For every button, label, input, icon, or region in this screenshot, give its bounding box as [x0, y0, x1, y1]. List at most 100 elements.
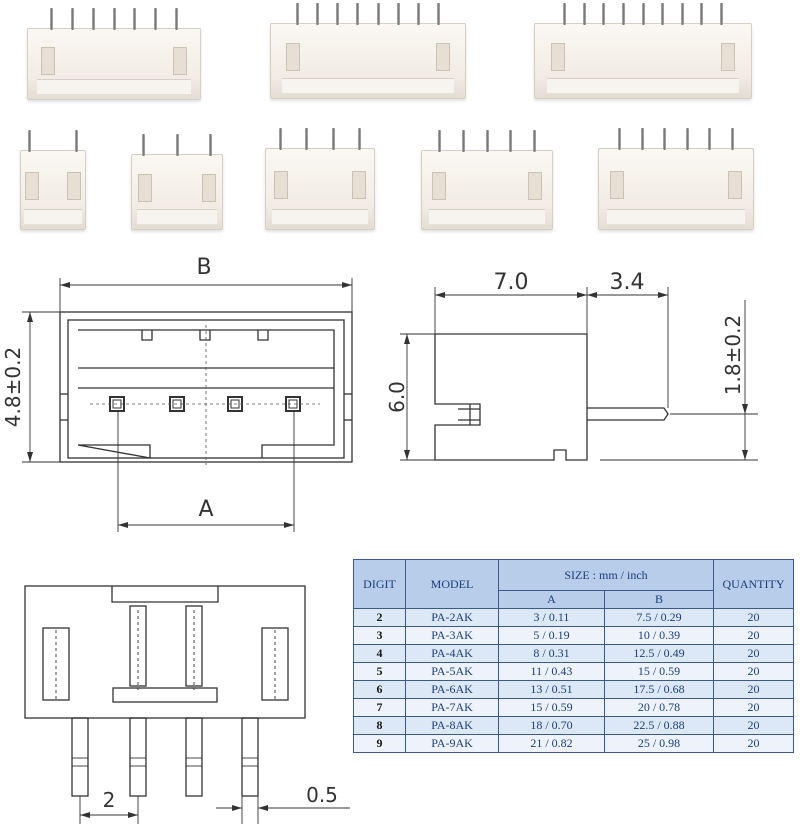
connector-pin — [719, 3, 723, 25]
housing-latch-slot — [727, 170, 742, 199]
housing-latch-slot — [25, 172, 40, 200]
col-size-header: SIZE : mm / inch — [498, 559, 714, 591]
connector-pin — [708, 128, 712, 150]
connector-pin — [602, 3, 606, 25]
cell-a: 13 / 0.51 — [498, 680, 605, 699]
connector-pin — [356, 3, 360, 25]
connector-pin — [70, 8, 74, 30]
housing-latch-slot — [431, 172, 446, 200]
front-outer-outline — [59, 311, 353, 463]
housing-latch-slot — [40, 46, 55, 75]
bottom-pin — [185, 717, 203, 797]
connector-pin — [142, 134, 146, 156]
col-quantity-header: QUANTITY — [713, 559, 794, 609]
col-digit-header: DIGIT — [353, 559, 406, 609]
cell-quantity: 20 — [713, 680, 794, 699]
cell-b: 15 / 0.59 — [604, 662, 714, 681]
dim-a-label: A — [198, 497, 213, 522]
housing-latch-slot — [436, 43, 451, 72]
cell-digit: 9 — [353, 734, 406, 753]
bottom-pin — [71, 717, 89, 797]
cell-a: 11 / 0.43 — [498, 662, 605, 681]
cell-digit: 8 — [353, 716, 406, 735]
housing-latch-slot — [285, 43, 300, 72]
cell-a: 18 / 0.70 — [498, 716, 605, 735]
connector-photo — [421, 130, 553, 230]
housing-base-strip — [428, 209, 546, 224]
cell-digit: 4 — [353, 644, 406, 663]
housing-base-strip — [271, 209, 369, 224]
connector-pin — [278, 128, 282, 150]
cell-b: 25 / 0.98 — [604, 734, 714, 753]
cell-b: 17.5 / 0.68 — [604, 680, 714, 699]
connector-pin — [700, 3, 704, 25]
connector-pin — [730, 128, 734, 150]
housing-latch-slot — [551, 43, 566, 72]
dim-side-height-label: 6.0 — [385, 381, 409, 413]
connector-pin — [485, 130, 489, 152]
front-cavity — [77, 329, 335, 459]
connector-pin — [685, 128, 689, 150]
connector-pin — [112, 8, 116, 30]
housing-base-strip — [607, 209, 745, 224]
dim-front-height-label: 4.8±0.2 — [1, 347, 25, 427]
housing-latch-slot — [66, 172, 81, 200]
connector-pin — [358, 128, 362, 150]
dim-pin-length-label: 3.4 — [610, 270, 645, 295]
connector-pin — [509, 130, 513, 152]
connector-pin — [437, 130, 441, 152]
housing-latch-slot — [201, 174, 216, 203]
connector-pin — [295, 3, 299, 25]
side-pin — [587, 407, 669, 421]
housing-base-strip — [23, 209, 83, 224]
cell-a: 3 / 0.11 — [498, 608, 605, 627]
connector-pin — [208, 134, 212, 156]
cell-digit: 6 — [353, 680, 406, 699]
cell-b: 10 / 0.39 — [604, 626, 714, 645]
cell-model: PA-6AK — [405, 680, 499, 699]
cell-b: 7.5 / 0.29 — [604, 608, 714, 627]
connector-photo — [598, 128, 754, 230]
connector-photo — [534, 3, 752, 99]
cell-quantity: 20 — [713, 644, 794, 663]
housing-latch-slot — [138, 174, 153, 203]
cell-model: PA-5AK — [405, 662, 499, 681]
connector-pin — [336, 3, 340, 25]
connector-pin — [396, 3, 400, 25]
connector-pin — [618, 128, 622, 150]
connector-pin — [661, 3, 665, 25]
connector-pin — [331, 128, 335, 150]
connector-photo — [27, 8, 201, 100]
cell-digit: 3 — [353, 626, 406, 645]
housing-latch-slot — [173, 46, 188, 75]
connector-pin — [175, 8, 179, 30]
cell-quantity: 20 — [713, 698, 794, 717]
connector-pin — [75, 130, 79, 152]
col-model-header: MODEL — [405, 559, 499, 609]
connector-pin — [175, 134, 179, 156]
bottom-pin — [241, 717, 259, 797]
cell-b: 20 / 0.78 — [604, 698, 714, 717]
connector-pin — [621, 3, 625, 25]
connector-photo — [270, 3, 466, 99]
dim-b-label: B — [196, 255, 211, 280]
cell-a: 21 / 0.82 — [498, 734, 605, 753]
spec-table: DIGIT MODEL SIZE : mm / inch QUANTITY A … — [353, 559, 794, 753]
connector-pin — [154, 8, 158, 30]
connector-pin — [640, 128, 644, 150]
connector-pin — [437, 3, 441, 25]
cell-digit: 2 — [353, 608, 406, 627]
cell-digit: 7 — [353, 698, 406, 717]
dim-pin-width-label: 0.5 — [306, 783, 338, 807]
bottom-view-drawing — [24, 585, 306, 797]
bottom-pin — [129, 717, 147, 797]
col-b-header: B — [604, 590, 714, 609]
cell-quantity: 20 — [713, 716, 794, 735]
